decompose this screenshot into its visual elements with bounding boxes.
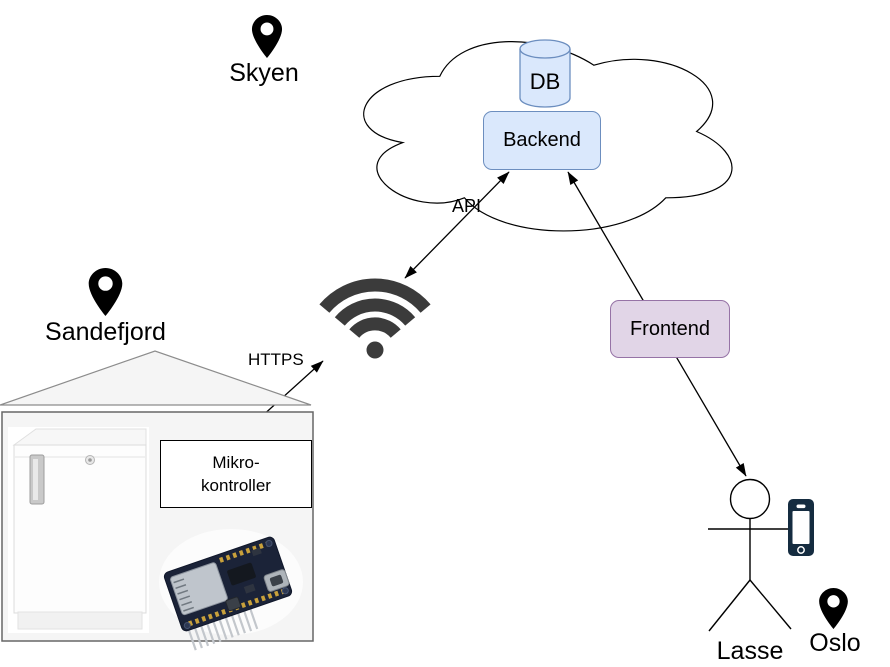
skyen-location-label: Skyen [229,59,299,87]
api-edge-label: API [452,196,482,216]
user-name-label: Lasse [716,637,784,665]
stick-figure [708,478,792,632]
skyen-pin-icon [251,15,283,58]
sandefjord-location-label: Sandefjord [45,318,166,346]
https-edge-label: HTTPS [248,350,304,369]
microcontroller-node: Mikro- kontroller [160,440,312,508]
arrow-wifi-backend [404,171,510,279]
frontend-label: Frontend [629,317,711,340]
sandefjord-pin-icon [88,268,123,316]
database-cylinder-icon [519,39,571,108]
backend-label: Backend [503,129,581,151]
house-roof [0,350,312,406]
smartphone-icon [788,499,814,556]
wifi-icon [319,278,431,359]
oslo-location-label: Oslo [809,629,861,657]
microcontroller-label-line1: Mikro- [212,453,260,472]
microcontroller-label-line2: kontroller [201,476,271,495]
db-label: DB [529,69,561,94]
frontend-node: Frontend [610,300,730,358]
fridge-image [8,427,149,633]
microcontroller-board-image [159,529,303,651]
oslo-pin-icon [819,588,848,629]
backend-node: Backend [483,111,601,170]
